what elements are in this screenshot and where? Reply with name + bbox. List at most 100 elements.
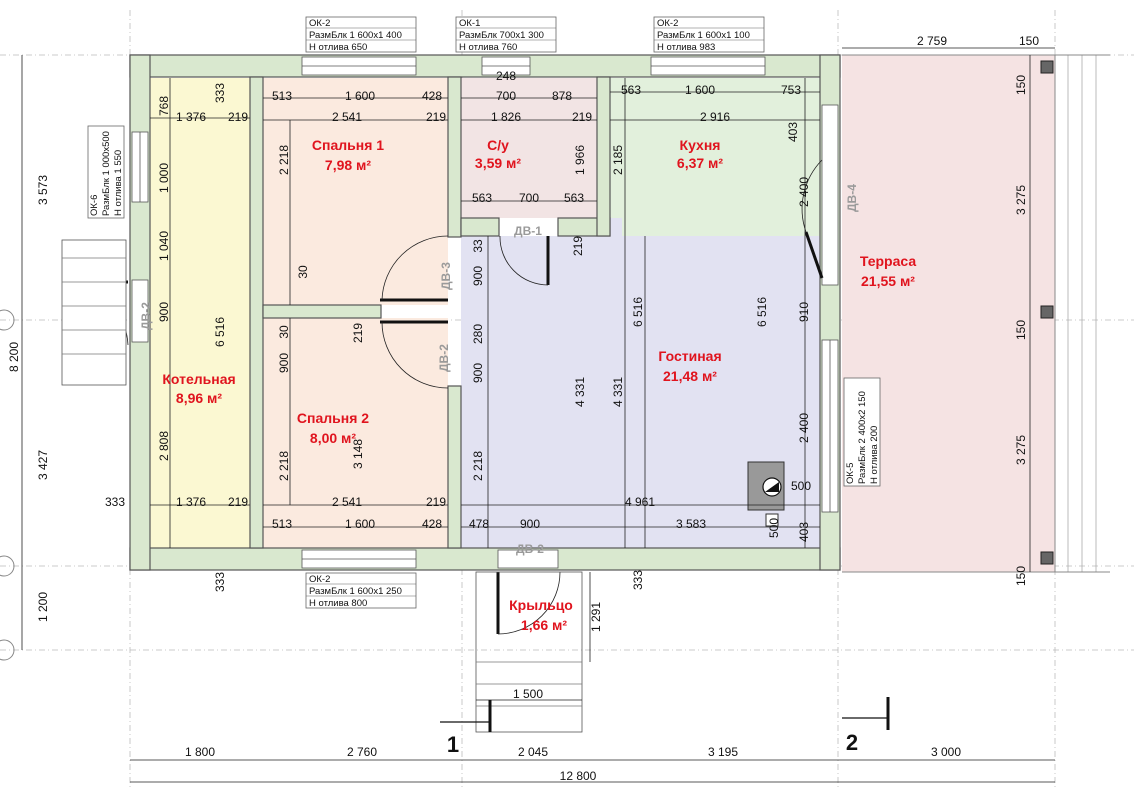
dim-g-219: 219 xyxy=(571,236,585,256)
dim-right-150a: 150 xyxy=(1014,75,1028,95)
dim-right-3275b: 3 275 xyxy=(1014,435,1028,465)
dim-g-6516: 6 516 xyxy=(631,297,645,327)
dim-su-700b: 700 xyxy=(519,191,539,205)
dim-left-3573: 3 573 xyxy=(36,175,50,205)
dim-g-403: 403 xyxy=(797,522,811,542)
kuhnya-area: 6,37 м² xyxy=(677,155,723,171)
dim-s2-3148: 3 148 xyxy=(351,439,365,469)
dim-k-1040: 1 040 xyxy=(157,231,171,261)
gostinaya-area: 21,48 м² xyxy=(663,368,717,384)
ok5-right-sill: Н отлива 200 xyxy=(869,426,880,484)
dim-ku-2916: 2 916 xyxy=(700,110,730,124)
krylco-area: 1,66 м² xyxy=(521,617,567,633)
dim-g-6516b: 6 516 xyxy=(755,297,769,327)
dim-su-700: 700 xyxy=(496,89,516,103)
dim-p-1500: 1 500 xyxy=(513,687,543,701)
door-dv2-bottom-label: ДВ-2 xyxy=(516,542,544,556)
door-dv1-label: ДВ-1 xyxy=(514,224,542,238)
room-kotelnaya-fill xyxy=(150,78,250,548)
living-gap-fill xyxy=(610,218,622,236)
dim-s2-1600: 1 600 xyxy=(345,517,375,531)
ok2-bottom-sill: Н отлива 800 xyxy=(309,598,367,609)
dim-s1-428: 428 xyxy=(422,89,442,103)
kotelnaya-name: Котельная xyxy=(162,371,235,387)
dim-k-333: 333 xyxy=(213,83,227,103)
terrace-boards xyxy=(842,54,1110,573)
dim-ku-753: 753 xyxy=(781,83,801,97)
dim-top-2759: 2 759 xyxy=(917,34,947,48)
terrasa-area: 21,55 м² xyxy=(861,273,915,289)
dim-g-2400: 2 400 xyxy=(797,413,811,443)
ok6-left-size: РазмБлк 1 000х500 xyxy=(101,131,112,216)
dim-k-219: 219 xyxy=(228,110,248,124)
terrasa-name: Терраса xyxy=(860,253,916,269)
dim-left-8200: 8 200 xyxy=(7,342,21,372)
dim-k-1376b: 1 376 xyxy=(176,495,206,509)
kuhnya-name: Кухня xyxy=(680,137,721,153)
spalnya2-area: 8,00 м² xyxy=(310,430,356,446)
window-tags: ОК-2 РазмБлк 1 600х1 400 Н отлива 650 ОК… xyxy=(89,18,880,609)
spalnya1-area: 7,98 м² xyxy=(325,157,371,173)
ok2-top-right-sill: Н отлива 983 xyxy=(657,42,715,53)
dim-s2-30: 30 xyxy=(277,325,291,339)
door-labels: ДВ-1 ДВ-2 ДВ-3 ДВ-2 ДВ-2 ДВ-4 xyxy=(139,184,859,556)
dim-g-280: 280 xyxy=(471,324,485,344)
dim-g-333: 333 xyxy=(631,570,645,590)
dim-s1-30: 30 xyxy=(296,265,310,279)
dim-s1-219: 219 xyxy=(426,110,446,124)
spalnya2-name: Спальня 2 xyxy=(297,410,369,426)
ok2-bottom-size: РазмБлк 1 600х1 250 xyxy=(309,586,402,597)
dim-su-219: 219 xyxy=(572,110,592,124)
porch-stairs-bottom xyxy=(475,571,583,733)
dim-s1-1600: 1 600 xyxy=(345,89,375,103)
ok2-bottom-mark: ОК-2 xyxy=(309,574,330,585)
dim-bottom-1800: 1 800 xyxy=(185,745,215,759)
ok2-top-left-mark: ОК-2 xyxy=(309,18,330,29)
ok5-right-size: РазмБлк 2 400х2 150 xyxy=(857,391,868,484)
window-openings xyxy=(131,56,839,569)
ok2-top-left-size: РазмБлк 1 600х1 400 xyxy=(309,30,402,41)
terrace-post-mid xyxy=(1040,305,1054,319)
dim-su-878: 878 xyxy=(552,89,572,103)
dim-su-563b: 563 xyxy=(564,191,584,205)
section-markers xyxy=(0,309,890,732)
dim-s2-900: 900 xyxy=(277,353,291,373)
dim-su-563a: 563 xyxy=(472,191,492,205)
dim-k-900: 900 xyxy=(157,302,171,322)
dim-left-3427: 3 427 xyxy=(36,450,50,480)
dim-g-4331: 4 331 xyxy=(573,377,587,407)
dim-ku-2185: 2 185 xyxy=(611,145,625,175)
ok6-left-sill: Н отлива 1 550 xyxy=(113,150,124,216)
dim-g-2218: 2 218 xyxy=(471,451,485,481)
gostinaya-name: Гостиная xyxy=(658,348,721,364)
ok1-top-mark: ОК-1 xyxy=(459,18,480,29)
interior-walls xyxy=(249,76,611,549)
dim-k-1000: 1 000 xyxy=(157,163,171,193)
ok2-top-right-size: РазмБлк 1 600х1 100 xyxy=(657,30,750,41)
dim-ku-1600: 1 600 xyxy=(685,83,715,97)
axis-label-1: 1 xyxy=(447,732,459,757)
spalnya1-name: Спальня 1 xyxy=(312,137,384,153)
dim-su-33: 33 xyxy=(471,239,485,253)
dim-g-4961: 4 961 xyxy=(625,495,655,509)
su-name: С/у xyxy=(487,137,509,153)
dim-k-768: 768 xyxy=(157,96,171,116)
door-dv2-left-label: ДВ-2 xyxy=(139,302,153,330)
dim-s2-219: 219 xyxy=(351,323,365,343)
dim-s1-2218: 2 218 xyxy=(277,145,291,175)
porch-stairs-left xyxy=(61,239,127,386)
krylco-name: Крыльцо xyxy=(509,597,573,613)
ok1-top-sill: Н отлива 760 xyxy=(459,42,517,53)
ok2-top-right-mark: ОК-2 xyxy=(657,18,678,29)
ok6-left-mark: ОК-6 xyxy=(89,195,100,216)
dim-s1-2541: 2 541 xyxy=(332,110,362,124)
dim-bottom-3195: 3 195 xyxy=(708,745,738,759)
dim-g-500: 500 xyxy=(791,479,811,493)
room-terrasa-fill xyxy=(842,55,1055,572)
dim-k-219b: 219 xyxy=(228,495,248,509)
stove xyxy=(747,461,785,527)
dim-k-333b: 333 xyxy=(105,495,125,509)
room-labels: Котельная 8,96 м² Спальня 1 7,98 м² Спал… xyxy=(162,137,916,633)
dim-ku-403: 403 xyxy=(786,122,800,142)
dim-right-150b: 150 xyxy=(1014,320,1028,340)
